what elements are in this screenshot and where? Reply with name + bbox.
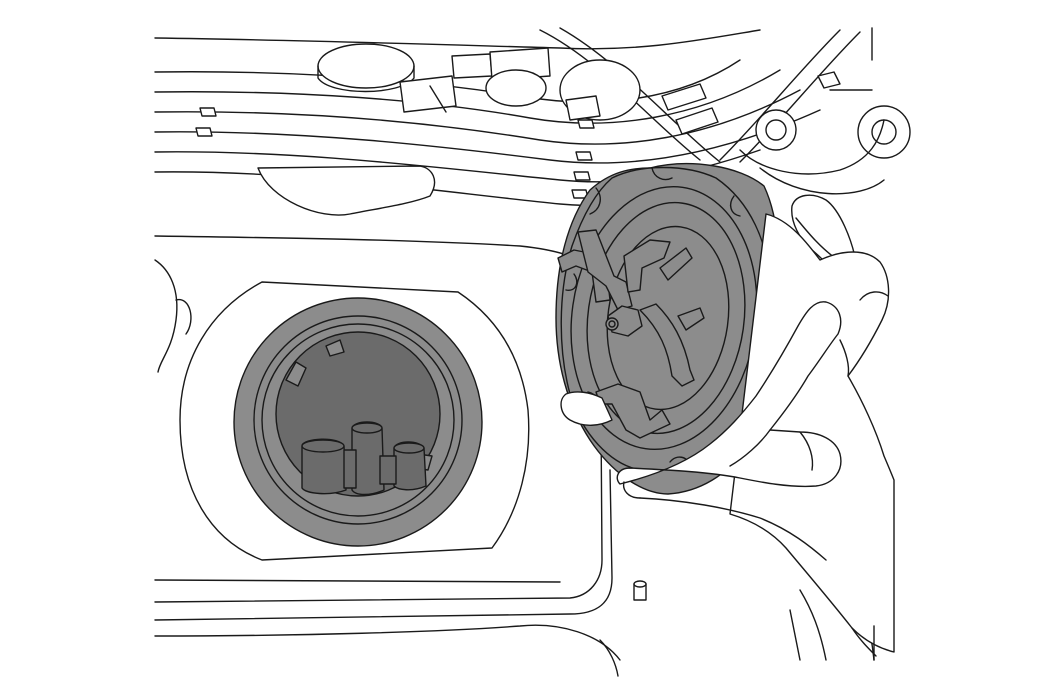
head-cover-outline [154, 235, 875, 677]
wiring-harness [154, 27, 873, 207]
pulley-area [739, 71, 911, 195]
camshaft-inside [301, 421, 427, 496]
cylinder-cap-top [317, 43, 415, 93]
cam-cover-lobe [257, 165, 436, 216]
connector-plug [399, 47, 551, 113]
cap-center-nut [605, 305, 643, 337]
oil-filler-opening [233, 297, 483, 547]
oil-filler-cap [555, 163, 780, 495]
hand [560, 194, 895, 661]
engine-boss [485, 59, 641, 121]
